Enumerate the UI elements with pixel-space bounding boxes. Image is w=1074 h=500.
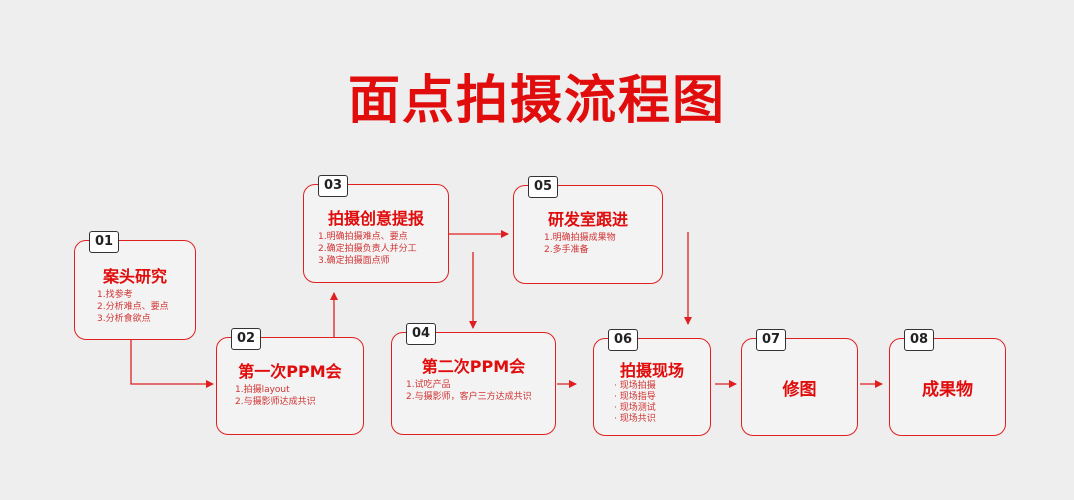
step-item: 2.多手准备	[544, 245, 589, 255]
step-items: 1.试吃产品 2.与摄影师，客户三方达成共识	[406, 379, 532, 403]
arrow-01-to-02	[130, 340, 214, 388]
step-number: 08	[904, 329, 935, 351]
step-items: · 现场拍摄 · 现场指导 · 现场测试 · 现场共识	[614, 381, 656, 425]
step-items: 1.找参考 2.分析难点、要点 3.分析食欲点	[97, 289, 169, 325]
step-03-box: 03 拍摄创意提报 1.明确拍摄难点、要点 2.确定拍摄负责人并分工 3.确定拍…	[303, 175, 449, 283]
step-item: 1.试吃产品	[406, 380, 451, 390]
step-number: 02	[231, 328, 262, 350]
step-number: 04	[406, 323, 437, 345]
step-07-box: 07 修图	[741, 329, 858, 436]
step-title: 第二次PPM会	[421, 357, 526, 376]
step-title: 修图	[782, 379, 817, 400]
step-item: 2.确定拍摄负责人并分工	[318, 244, 417, 254]
step-title: 拍摄现场	[619, 361, 684, 380]
step-title: 成果物	[922, 379, 973, 400]
step-04-box: 04 第二次PPM会 1.试吃产品 2.与摄影师，客户三方达成共识	[391, 323, 556, 435]
step-08-box: 08 成果物	[889, 329, 1006, 436]
step-item: · 现场共识	[614, 414, 656, 424]
step-title: 第一次PPM会	[238, 362, 342, 381]
step-item: 1.拍摄layout	[235, 385, 290, 395]
step-item: 2.与摄影师达成共识	[235, 397, 316, 407]
step-item: 3.确定拍摄面点师	[318, 256, 390, 266]
step-title: 案头研究	[102, 267, 167, 286]
step-05-box: 05 研发室跟进 1.明确拍摄成果物 2.多手准备	[513, 176, 663, 284]
step-item: 2.与摄影师，客户三方达成共识	[406, 392, 532, 402]
step-item: · 现场指导	[614, 392, 656, 402]
step-number: 06	[608, 329, 639, 351]
step-number: 05	[528, 176, 559, 198]
step-number: 07	[756, 329, 787, 351]
step-number: 03	[318, 175, 349, 197]
step-items: 1.拍摄layout 2.与摄影师达成共识	[235, 384, 316, 408]
step-number: 01	[89, 231, 120, 253]
step-06-box: 06 拍摄现场 · 现场拍摄 · 现场指导 · 现场测试 · 现场共识	[593, 329, 711, 436]
step-title: 研发室跟进	[547, 210, 628, 229]
step-02-box: 02 第一次PPM会 1.拍摄layout 2.与摄影师达成共识	[216, 328, 364, 435]
step-item: · 现场拍摄	[614, 381, 656, 391]
step-item: 1.明确拍摄成果物	[544, 233, 616, 243]
step-item: 1.找参考	[97, 290, 133, 300]
step-items: 1.明确拍摄成果物 2.多手准备	[544, 232, 616, 256]
step-item: 3.分析食欲点	[97, 314, 151, 324]
step-item: · 现场测试	[614, 403, 656, 413]
step-item: 1.明确拍摄难点、要点	[318, 232, 408, 242]
diagram-title: 面点拍摄流程图	[347, 71, 726, 131]
step-item: 2.分析难点、要点	[97, 302, 169, 312]
step-01-box: 01 案头研究 1.找参考 2.分析难点、要点 3.分析食欲点	[74, 231, 196, 340]
step-items: 1.明确拍摄难点、要点 2.确定拍摄负责人并分工 3.确定拍摄面点师	[318, 231, 417, 267]
step-title: 拍摄创意提报	[327, 209, 424, 228]
